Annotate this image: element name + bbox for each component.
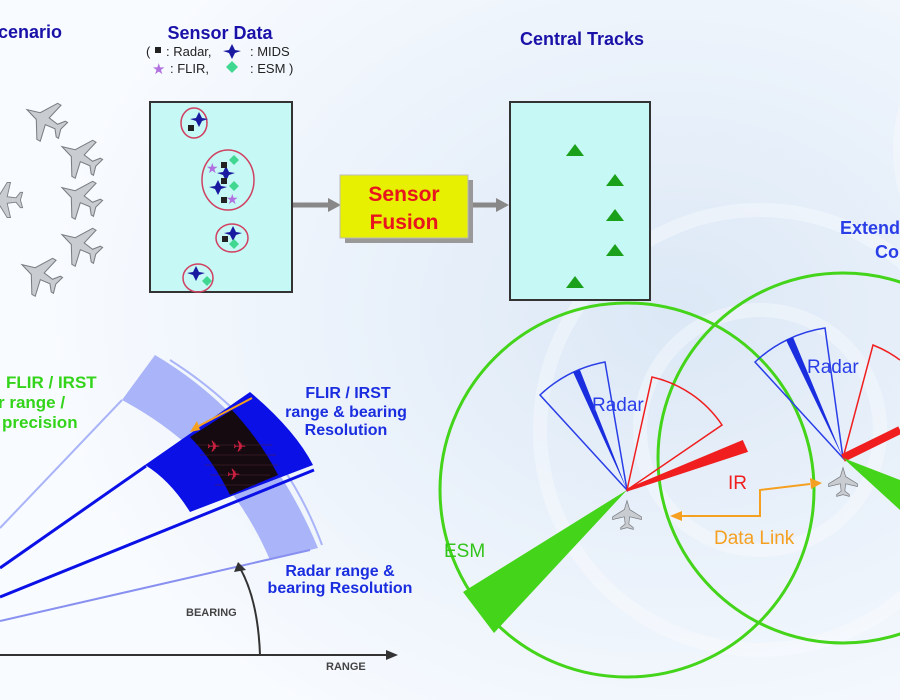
svg-text:✈: ✈: [227, 467, 240, 484]
coverage-panel: Radar Radar IR Data Link ESM: [438, 271, 900, 679]
ir-sector-left: [625, 376, 724, 492]
extended-coverage-title-2: Co: [875, 242, 899, 262]
sensor-data-title: Sensor Data: [167, 23, 273, 43]
extended-coverage-title-1: Extend: [840, 218, 900, 238]
flir-right-label-2: range & bearing: [285, 404, 407, 421]
ir-label: IR: [728, 473, 747, 494]
flir-left-label-2: r range /: [0, 393, 65, 412]
legend-mids: : MIDS: [250, 44, 290, 59]
flir-right-label-3: Resolution: [305, 422, 388, 439]
flir-right-label-1: FLIR / IRST: [305, 385, 391, 402]
coverage-circle-left: [438, 301, 816, 679]
radar-label-right: Radar: [807, 357, 859, 378]
sensor-fusion-box: Sensor Fusion: [339, 174, 473, 243]
esm-label: ESM: [444, 541, 485, 562]
sensor-data-panel: ★★: [149, 101, 293, 293]
radar-resolution-label-1: Radar range &: [285, 563, 395, 580]
central-tracks-title: Central Tracks: [520, 29, 644, 49]
coverage-circle-right: [656, 271, 900, 645]
flir-left-label-1: FLIR / IRST: [6, 373, 97, 392]
mids-star-icon: [223, 44, 241, 59]
scenario-title: cenario: [0, 22, 62, 42]
ir-sector-right: [842, 343, 900, 459]
esm-diamond-icon: [226, 61, 238, 73]
legend-flir: : FLIR,: [170, 61, 209, 76]
sensor-fusion-label-2: Fusion: [370, 211, 439, 234]
sensor-legend: ( : Radar, : MIDS ★ : FLIR, : ESM ): [146, 44, 293, 78]
arrow-to-fusion-head: [328, 198, 341, 212]
esm-sector-left: [463, 490, 627, 633]
legend-paren: (: [146, 44, 151, 59]
radar-sector-left: [538, 361, 629, 493]
resolution-panel: ✈ ✈ ✈ FLIR / IRST r range / precision FLIR…: [0, 355, 412, 673]
bearing-axis-label: BEARING: [186, 607, 237, 619]
central-tracks-panel: [509, 101, 651, 301]
radar-resolution-label-2: bearing Resolution: [268, 580, 413, 597]
svg-text:★: ★: [226, 191, 239, 207]
bearing-axis: [239, 567, 261, 656]
range-axis-label: RANGE: [326, 661, 366, 673]
flir-star-icon: ★: [152, 61, 165, 78]
radar-square-icon: [155, 47, 161, 53]
data-link-label: Data Link: [714, 528, 795, 549]
svg-text:✈: ✈: [233, 439, 246, 456]
legend-radar: : Radar,: [166, 44, 212, 59]
svg-text:✈: ✈: [207, 439, 220, 456]
radar-label-left: Radar: [592, 395, 644, 416]
arrow-to-tracks-head: [496, 198, 509, 212]
sensor-fusion-label-1: Sensor: [368, 183, 439, 206]
flir-left-label-3: precision: [2, 413, 78, 432]
legend-esm: : ESM ): [250, 61, 293, 76]
data-link-arrow: [680, 483, 811, 517]
svg-text:★: ★: [206, 160, 219, 176]
